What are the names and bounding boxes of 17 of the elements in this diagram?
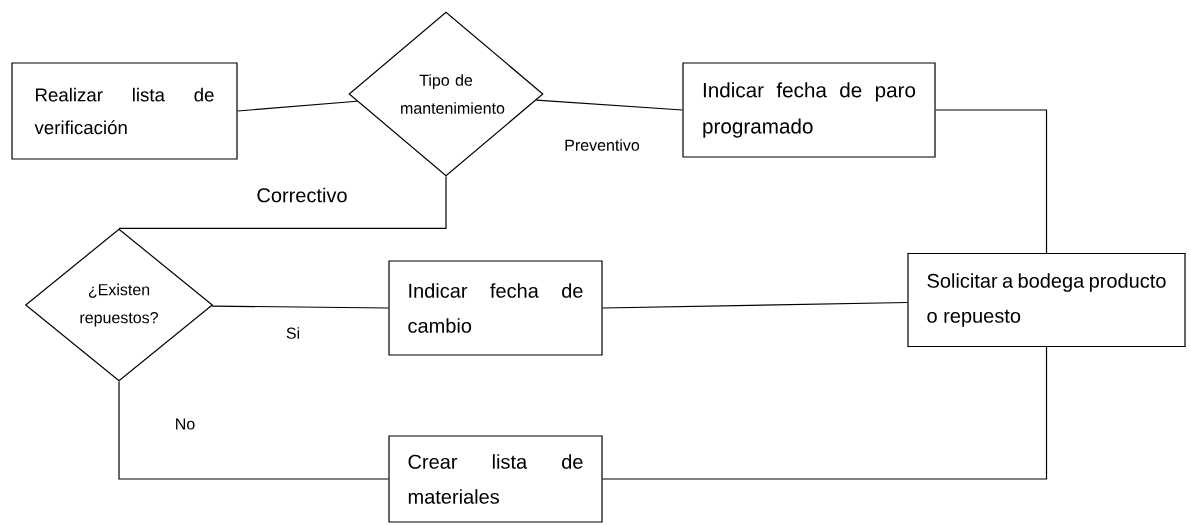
edge-label: Si <box>284 325 302 341</box>
connector-line <box>935 109 1048 254</box>
edge-label: Correctivo <box>255 186 349 204</box>
process-box: Indicar fecha de paro programado <box>682 62 936 158</box>
connector-line <box>602 301 908 309</box>
process-box: Crear lista de materiales <box>388 435 603 523</box>
process-box: Realizar lista de verificación <box>11 62 238 160</box>
connector-line <box>535 99 683 111</box>
process-box: Solicitar a bodega producto o repuesto <box>907 252 1186 348</box>
connector-line <box>211 305 389 309</box>
edge-label: Preventivo <box>562 137 642 153</box>
connector-line <box>118 176 447 229</box>
connector-line <box>118 381 389 480</box>
process-box: Indicar fecha de cambio <box>388 260 603 356</box>
edge-label: No <box>173 417 197 431</box>
connector-line <box>237 100 358 112</box>
connector-line <box>602 346 1048 480</box>
